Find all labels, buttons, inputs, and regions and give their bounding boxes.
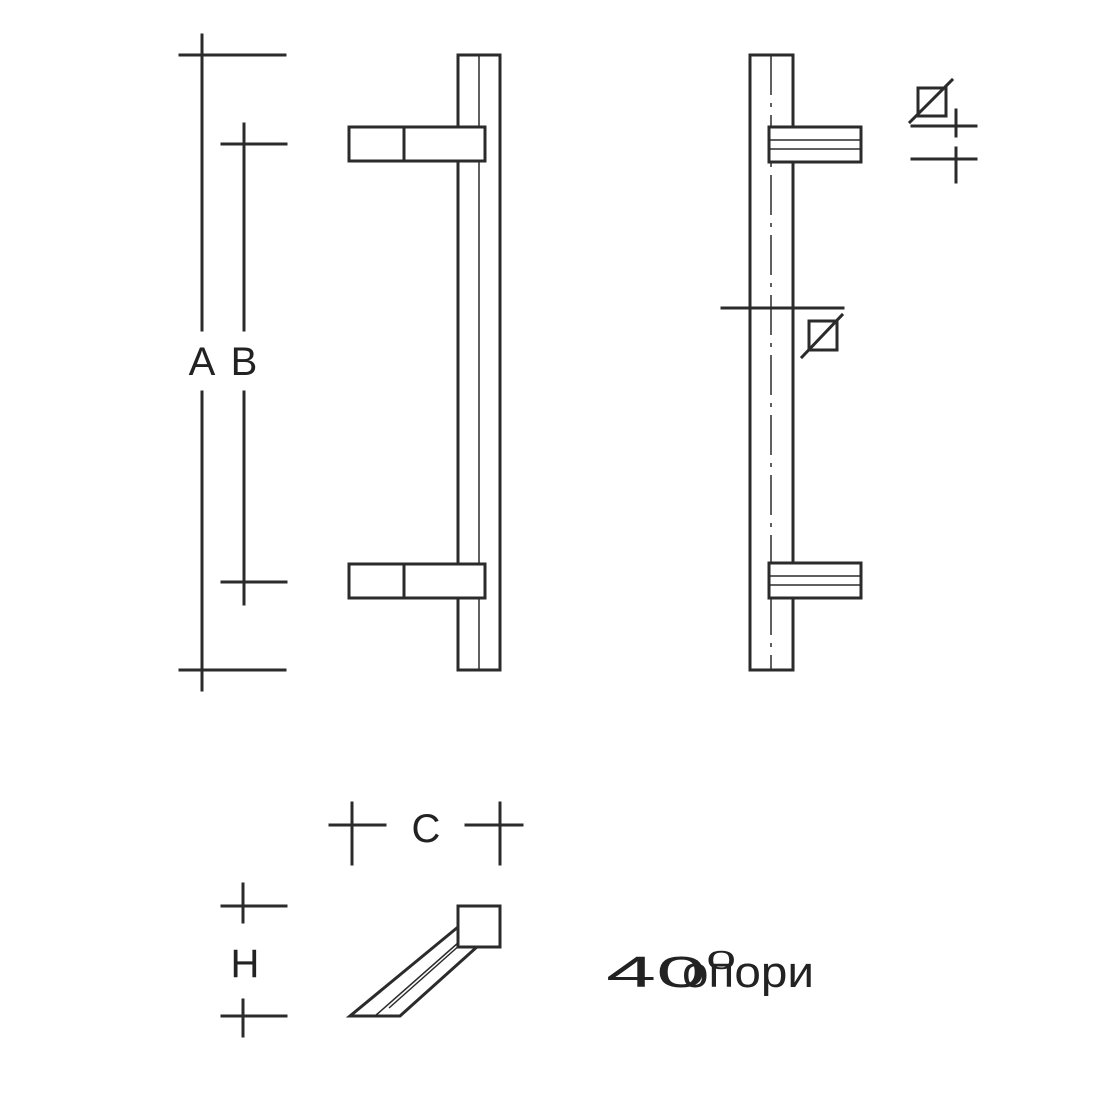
side-standoff-bottom bbox=[767, 561, 863, 600]
note-degree-mark: 0 bbox=[706, 945, 736, 975]
dimension-label-c: C bbox=[412, 807, 441, 851]
bar-section-marker bbox=[720, 300, 845, 360]
handle-side-view bbox=[720, 53, 978, 672]
standoff-section-marker bbox=[907, 77, 978, 184]
angled-standoff-detail bbox=[345, 904, 502, 1018]
front-standoff-top bbox=[347, 125, 487, 163]
dimension-label-h: H bbox=[231, 942, 260, 986]
front-standoff-bottom bbox=[347, 562, 487, 600]
dimension-label-b: B bbox=[231, 340, 258, 384]
square-section-icon bbox=[799, 312, 845, 360]
dimension-a: A bbox=[178, 33, 287, 692]
note-angle-value: 40 bbox=[606, 948, 706, 997]
dimension-label-a: A bbox=[189, 340, 216, 384]
dimension-h: H bbox=[220, 882, 288, 1038]
square-section-icon bbox=[907, 77, 955, 125]
dimension-c: C bbox=[328, 801, 524, 866]
note-text: опори bbox=[682, 948, 814, 997]
dimension-b: B bbox=[220, 122, 288, 606]
handle-front-view bbox=[347, 53, 502, 672]
side-standoff-top bbox=[767, 125, 863, 164]
